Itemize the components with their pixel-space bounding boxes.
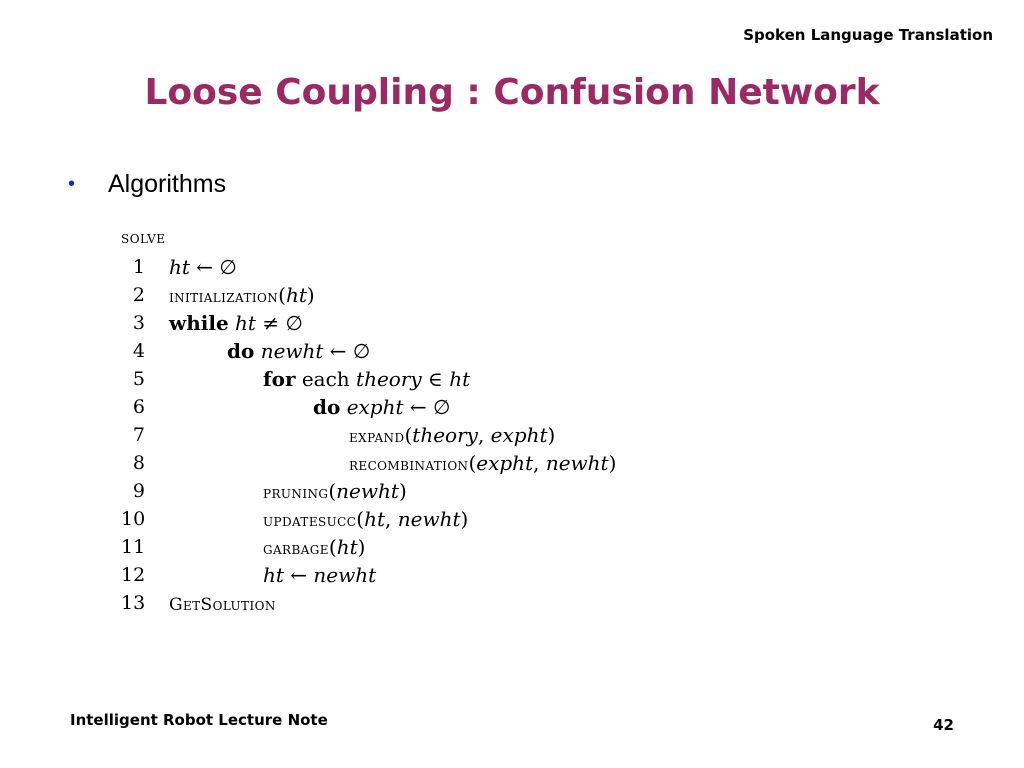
line-number: 1 [132,256,145,278]
algorithm-line: 7 expand(theory, expht) [121,421,555,449]
code-token: ← [283,563,314,587]
code-token: ( [278,283,286,307]
code-token: ht [169,255,190,279]
code-token: expand [349,427,405,447]
line-code: expand(theory, expht) [349,421,555,451]
line-number: 12 [121,564,146,586]
algorithm-line: 6 do expht ← ∅ [121,393,451,421]
line-number: 4 [132,340,145,362]
code-token: garbage [263,539,329,559]
code-token: , [385,507,398,531]
line-code: pruning(newht) [263,477,407,507]
code-token: ( [328,479,337,503]
line-number: 7 [132,424,145,446]
line-number: 9 [132,480,145,502]
code-token: pruning [263,483,329,503]
code-token: newht [313,563,377,587]
line-code: do expht ← ∅ [313,393,450,421]
algorithm-line: 12 ht ← newht [121,561,376,589]
line-code: recombination(expht, newht) [349,449,616,479]
algorithm-line: 8 recombination(expht, newht) [121,449,617,477]
line-code: GetSolution [169,589,276,619]
line-code: ht ← newht [263,561,376,589]
bullet-marker: • [68,173,76,195]
code-token: ht [449,367,471,391]
line-number: 2 [132,284,145,306]
code-token: ht [263,563,284,587]
line-number: 13 [121,592,146,614]
code-token: expht [346,395,404,419]
code-token: newht [260,339,324,363]
code-token: newht [336,479,399,503]
line-number: 11 [121,536,146,558]
course-title: Spoken Language Translation [743,26,993,44]
code-token: ) [306,283,315,307]
code-token: ∈ [421,367,450,391]
bullet-text: Algorithms [108,170,227,198]
code-token: theory [412,423,478,447]
line-number: 8 [132,452,145,474]
algorithm-line: 11 garbage(ht) [121,533,365,561]
line-code: for each theory ∈ ht [263,365,470,393]
code-token: ← ∅ [189,255,237,279]
code-token: ) [608,451,617,475]
bullet-item: • Algorithms [68,170,226,199]
line-code: ht ← ∅ [169,253,237,281]
algorithm-line: 1 ht ← ∅ [121,253,237,281]
algorithm-line: 9 pruning(newht) [121,477,407,505]
code-token: newht [545,451,609,475]
line-number: 3 [132,312,145,334]
code-token: ( [356,507,365,531]
code-token: ( [328,535,337,559]
code-token: ) [357,535,366,559]
code-token: initialization [169,287,279,307]
algorithm-line: 2 initialization(ht) [121,281,315,309]
code-token: do [313,395,341,419]
code-token: expht [476,451,534,475]
code-token: ≠ ∅ [255,311,303,335]
code-token: ) [460,507,469,531]
slide-title: Loose Coupling : Confusion Network [144,72,880,113]
line-number: 10 [121,508,146,530]
line-code: while ht ≠ ∅ [169,309,303,337]
line-code: initialization(ht) [169,281,315,311]
page-number: 42 [933,716,954,734]
code-token: ht [336,535,358,559]
code-token: newht [397,507,461,531]
code-token: ht [364,507,386,531]
algorithm-line: 10 updatesucc(ht, newht) [121,505,468,533]
code-token: ht [285,283,307,307]
code-token: ) [547,423,556,447]
code-token: each [295,367,357,391]
line-number: 5 [132,368,145,390]
line-code: garbage(ht) [263,533,365,563]
code-token: while [169,311,229,335]
algorithm-line: 4 do newht ← ∅ [121,337,370,365]
algorithm-line: 13 GetSolution [121,589,275,617]
code-token: for [263,367,296,391]
code-token: recombination [349,455,469,475]
code-token: theory [356,367,422,391]
line-code: updatesucc(ht, newht) [263,505,468,535]
algorithm-name: solve [121,228,166,248]
algorithm-line: 5 for each theory ∈ ht [121,365,470,393]
code-token: expht [490,423,548,447]
line-number: 6 [132,396,145,418]
code-token: ← ∅ [323,339,371,363]
code-token: ht [235,311,256,335]
code-token: ← ∅ [403,395,451,419]
code-token: ( [468,451,477,475]
code-token: ) [398,479,407,503]
code-token: , [477,423,491,447]
code-token: updatesucc [263,511,357,531]
footer-text: Intelligent Robot Lecture Note [70,711,328,729]
algorithm-line: 3 while ht ≠ ∅ [121,309,303,337]
code-token: do [227,339,255,363]
line-code: do newht ← ∅ [227,337,370,365]
code-token: ( [404,423,413,447]
code-token: GetSolution [169,595,276,615]
code-token: , [533,451,546,475]
